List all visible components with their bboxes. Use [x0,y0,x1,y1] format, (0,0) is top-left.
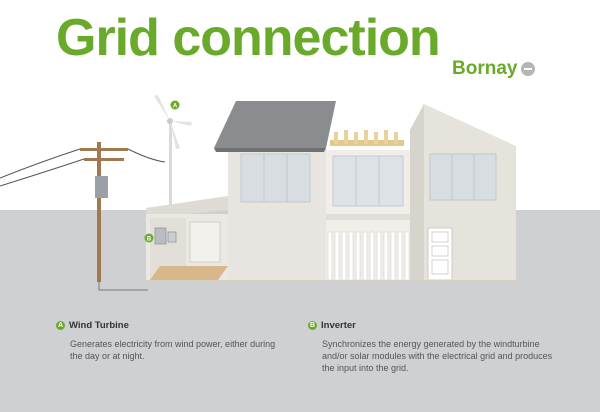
house-center-block [326,130,410,281]
legend-description: Synchronizes the energy generated by the… [322,339,553,373]
inverter-box [154,227,167,245]
marker-b-icon: B [144,233,154,243]
marker-b-badge: B [308,321,317,330]
house-left-block [214,101,336,280]
legend-title: Wind Turbine [69,320,129,331]
page-title: Grid connection [56,9,441,67]
wind-turbine [154,95,192,232]
utility-pole [0,142,166,291]
brand-logo-icon [521,62,536,76]
legend-wind-turbine: A Wind Turbine Generates electricity fro… [56,320,286,362]
legend-description: Generates electricity from wind power, e… [70,339,276,361]
legend-title: Inverter [321,320,356,331]
brand-name: Bornay [452,58,518,79]
brand-logo: Bornay [452,58,536,80]
marker-a-badge: A [56,321,65,330]
legend-inverter: B Inverter Synchronizes the energy gener… [308,320,558,374]
svg-text:A: A [173,104,178,110]
house-right-block [410,104,516,281]
garage-annex [146,196,228,280]
svg-text:B: B [147,237,152,243]
marker-a-icon: A [170,100,180,110]
